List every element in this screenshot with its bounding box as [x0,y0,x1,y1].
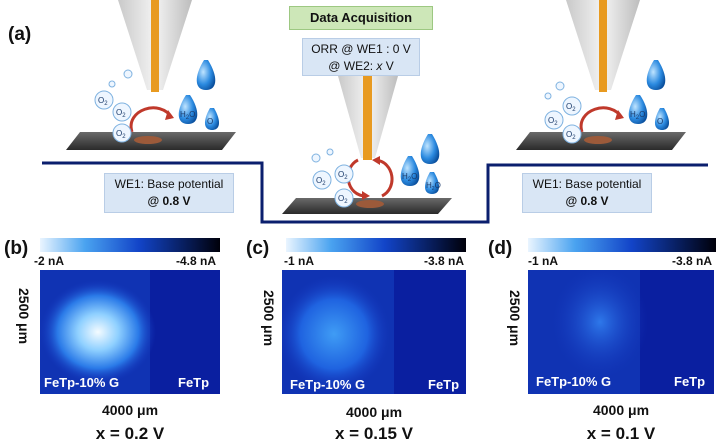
panel-d-xlabel: 4000 μm [592,402,650,418]
center-condition-line2: @ WE2: x V [328,59,394,73]
center-tip-scheme [282,76,452,214]
panel-a-letter: (a) [8,24,32,45]
panel-c-potential: x = 0.15 V [335,424,413,443]
left-tip-scheme [66,0,236,150]
svg-text:O2: O2 [338,170,348,181]
right-water-drops: H2O O [628,60,670,130]
svg-text:O2: O2 [566,102,576,113]
panel-b-xlabel: 4000 μm [101,402,159,418]
panel-d-potential: x = 0.1 V [586,424,656,443]
svg-text:O: O [207,117,213,126]
center-condition-callout: ORR @ WE1 : 0 V @ WE2: x V [302,38,420,76]
panel-b-potential: x = 0.2 V [95,424,165,443]
left-water-drops: H2O O [178,60,220,130]
panel-b-colorbar [40,238,220,252]
svg-text:H2O: H2O [402,172,417,183]
svg-text:H2O: H2O [426,181,441,192]
panel-c-cbar-min: -1 nA [284,254,314,268]
svg-text:O2: O2 [566,130,576,141]
left-base-potential-callout: WE1: Base potential @ 0.8 V [104,173,234,213]
left-oxygen-bubbles: O2 O2 O2 [94,69,133,143]
panel-c-ylabel: 2500 μm [261,290,277,347]
right-tip-scheme [516,0,686,150]
svg-text:O2: O2 [116,129,126,140]
panel-d-secm-map [528,270,714,394]
scheme-illustration: O2 O2 O2 H2O O O2 O2 O2 H2O [42,0,708,224]
svg-text:H2O: H2O [180,110,195,121]
data-acquisition-header: Data Acquisition [289,6,433,30]
panel-b-letter: (b) [4,238,29,259]
panel-c-label-fetp-g: FeTp-10% G [290,377,366,392]
center-oxygen-bubbles: O2 O2 O2 [311,148,354,208]
panel-d-cbar-min: -1 nA [528,254,558,268]
panel-c-letter: (c) [246,238,270,259]
panel-d-label-fetp: FeTp [674,374,706,389]
panel-d-colorbar [528,238,716,252]
center-condition-line1: ORR @ WE1 : 0 V [311,42,411,56]
panel-b-cbar-min: -2 nA [34,254,64,268]
panel-d-letter: (d) [488,238,513,259]
panel-c-label-fetp: FeTp [428,377,460,392]
svg-text:O: O [657,117,663,126]
svg-text:O2: O2 [116,108,126,119]
panel-b-cbar-max: -4.8 nA [176,254,217,268]
left-callout-line2: @ 0.8 V [147,194,191,208]
panel-d-cbar-max: -3.8 nA [672,254,713,268]
panel-b-label-fetp-g: FeTp-10% G [44,375,120,390]
right-callout-line1: WE1: Base potential [532,177,642,191]
right-oxygen-bubbles: O2 O2 O2 [544,81,582,144]
left-callout-line1: WE1: Base potential [114,177,224,191]
panel-c-colorbar [286,238,466,252]
panel-b-ylabel: 2500 μm [16,288,32,345]
panel-b-label-fetp: FeTp [178,375,210,390]
panel-c-cbar-max: -3.8 nA [424,254,465,268]
panel-b-secm-map [40,270,220,394]
right-callout-line2: @ 0.8 V [565,194,609,208]
panel-c-secm-map [282,270,466,394]
potential-waveform [42,161,708,224]
panel-c-xlabel: 4000 μm [345,404,403,420]
svg-text:O2: O2 [98,96,108,107]
panel-d-label-fetp-g: FeTp-10% G [536,374,612,389]
svg-text:O2: O2 [338,194,348,205]
right-base-potential-callout: WE1: Base potential @ 0.8 V [522,173,652,213]
svg-text:O2: O2 [548,116,558,127]
panel-d-ylabel: 2500 μm [507,290,523,347]
center-water-drops: H2O H2O [400,134,441,194]
svg-text:H2O: H2O [630,110,645,121]
svg-text:O2: O2 [316,176,326,187]
